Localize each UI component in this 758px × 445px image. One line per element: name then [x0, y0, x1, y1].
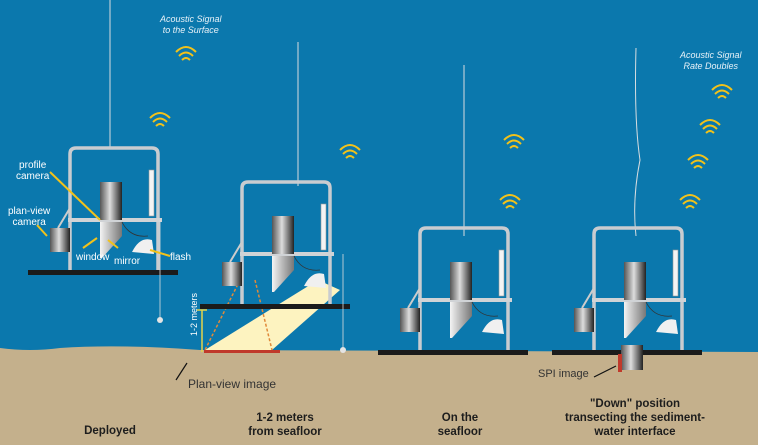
- caption-down-position: "Down" position transecting the sediment…: [565, 398, 705, 438]
- plan-view-image-strip: [204, 350, 280, 353]
- label-mirror: mirror: [114, 256, 141, 267]
- caption-near-seafloor: 1-2 meters from seafloor: [248, 412, 322, 438]
- wire: [634, 47, 641, 237]
- label-profile-camera: profile camera: [16, 160, 50, 182]
- label-plan-view-image: Plan-view image: [188, 377, 277, 391]
- signal-label-doubles: Acoustic Signal Rate Doubles: [680, 50, 742, 71]
- caption-deployed: Deployed: [84, 425, 136, 437]
- spi-image-strip: [618, 354, 622, 372]
- caption-on-seafloor: On the seafloor: [437, 412, 483, 438]
- pointer-arrows: [36, 171, 171, 257]
- sediment: [0, 346, 758, 445]
- label-meters: 1-2 meters: [189, 292, 199, 336]
- camera-frame-on-seafloor: [376, 226, 530, 357]
- label-plan-view-camera: plan-view camera: [8, 206, 51, 228]
- label-window: window: [76, 252, 110, 263]
- label-spi-image: SPI image: [538, 368, 589, 380]
- flash-beam: [205, 280, 340, 350]
- camera-frame-down: [550, 226, 704, 357]
- acoustic-signal-icons: [149, 46, 733, 209]
- signal-label-surface: Acoustic Signal to the Surface: [160, 14, 222, 35]
- label-flash: flash: [170, 252, 192, 263]
